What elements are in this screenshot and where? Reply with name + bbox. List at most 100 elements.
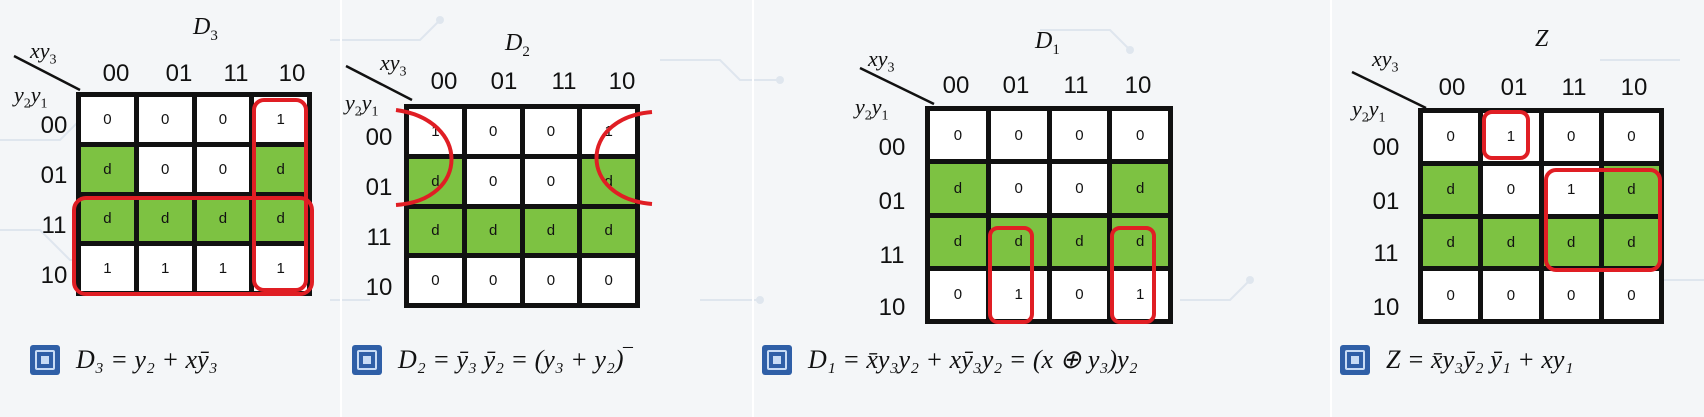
corner-label-bottom: y2y1	[14, 82, 48, 112]
col-header: 00	[102, 60, 130, 87]
corner-label-bottom: y2y1	[1352, 96, 1386, 126]
row-header: 10	[365, 274, 393, 301]
kmap-cell: 0	[1112, 111, 1168, 160]
row-header: 00	[878, 134, 906, 161]
col-header: 10	[608, 68, 636, 95]
kmap-cell: d	[466, 208, 520, 254]
kmap-cell: 0	[1603, 113, 1659, 161]
corner-label-top: xy3	[380, 50, 407, 80]
chip-icon	[762, 345, 792, 375]
row-header: 11	[41, 212, 67, 239]
kmap-cell: 0	[466, 109, 520, 154]
map-title: D2	[505, 30, 530, 60]
kmap-cell: 0	[196, 146, 250, 192]
row-header: 11	[879, 242, 905, 269]
kmap-cell: 0	[138, 97, 192, 142]
corner-label-top: xy3	[868, 46, 895, 76]
kmap-cell: 0	[524, 109, 578, 154]
col-header: 00	[942, 72, 970, 99]
corner-label-top: xy3	[1372, 46, 1399, 76]
kmap-cell: 0	[138, 146, 192, 192]
kmap-cell: 0	[1051, 270, 1108, 319]
kmap-cell: 0	[1483, 165, 1539, 214]
col-header: 01	[1002, 72, 1030, 99]
equation-text: Z = x̄y₃ȳ₂ ȳ₁ + xy₁	[1386, 345, 1574, 374]
row-header: 11	[1373, 240, 1399, 267]
panel-divider	[340, 0, 342, 417]
kmap-cell: d	[1483, 218, 1539, 267]
col-header: 10	[1124, 72, 1152, 99]
equation-row: D₃ = y₂ + xȳ₃	[30, 330, 218, 390]
kmap-cell: d	[1112, 164, 1168, 213]
col-header: 11	[551, 68, 577, 95]
kmap-cell: 0	[582, 258, 635, 303]
kmap-cell: 0	[1051, 111, 1108, 160]
col-header: 01	[1500, 74, 1528, 101]
col-header: 11	[1063, 72, 1089, 99]
row-header: 10	[1372, 294, 1400, 321]
equation-text: D₂ = ȳ₃ ȳ₂ = (y₃ + y₂)‾	[398, 345, 633, 374]
kmap-cell: 0	[930, 111, 986, 160]
kmap-cell: 0	[990, 164, 1047, 213]
row-header: 00	[40, 112, 68, 139]
kmap-cell: 0	[196, 97, 250, 142]
kmap-cell: d	[1603, 165, 1659, 214]
map-title: D1	[1035, 28, 1060, 58]
kmap-cell: d	[409, 208, 462, 254]
equation-text: D₁ = x̄y₃y₂ + xȳ₃y₂ = (x ⊕ y₃)y₂	[808, 345, 1138, 374]
row-header: 10	[40, 262, 68, 289]
chip-icon	[352, 345, 382, 375]
corner-label-bottom: y2y1	[345, 90, 379, 120]
row-header: 01	[878, 188, 906, 215]
kmap-cell: d	[1423, 165, 1479, 214]
kmap-cell: 0	[524, 158, 578, 204]
kmap-cell: 0	[1483, 271, 1539, 319]
kmap-cell: d	[1543, 218, 1599, 267]
kmap-cell: 0	[524, 258, 578, 303]
kmap-cell: d	[81, 146, 134, 192]
kmap-cell: 0	[1051, 164, 1108, 213]
map-title: D3	[193, 14, 218, 44]
row-header: 10	[878, 294, 906, 321]
col-header: 10	[1620, 74, 1648, 101]
kmap-cell: 1	[1483, 113, 1539, 161]
kmap-cell: d	[582, 208, 635, 254]
kmap-cell: 0	[466, 258, 520, 303]
col-header: 11	[223, 60, 249, 87]
panel-divider	[752, 0, 754, 417]
row-header: 01	[1372, 188, 1400, 215]
kmap-cell: 0	[409, 258, 462, 303]
kmap-cell: 0	[1603, 271, 1659, 319]
equation-row: Z = x̄y₃ȳ₂ ȳ₁ + xy₁	[1340, 330, 1573, 390]
row-header: 00	[1372, 134, 1400, 161]
col-header: 00	[430, 68, 458, 95]
panel-divider	[1330, 0, 1332, 417]
kmap-cell: d	[524, 208, 578, 254]
kmap-cell: 0	[466, 158, 520, 204]
kmap-cell: 0	[1543, 113, 1599, 161]
col-header: 00	[1438, 74, 1466, 101]
row-header: 00	[365, 124, 393, 151]
kmap-cell: 0	[990, 111, 1047, 160]
chip-icon	[30, 345, 60, 375]
kmap-cell: 0	[81, 97, 134, 142]
kmap-cell: 0	[930, 270, 986, 319]
chip-icon	[1340, 345, 1370, 375]
kmap-cell: 0	[1543, 271, 1599, 319]
kmap-cell: 0	[1423, 271, 1479, 319]
kmap-cell: d	[930, 217, 986, 266]
kmap-cell: d	[1423, 218, 1479, 267]
col-header: 01	[165, 60, 193, 87]
equation-row: D₂ = ȳ₃ ȳ₂ = (y₃ + y₂)‾	[352, 330, 632, 390]
corner-label-top: xy3	[30, 38, 57, 68]
col-header: 11	[1561, 74, 1587, 101]
kmap-cell: 1	[1543, 165, 1599, 214]
col-header: 10	[278, 60, 306, 87]
row-header: 01	[365, 174, 393, 201]
kmap-grid: 0 1 0 0 d 0 1 d d d d d 0 0 0 0	[1418, 108, 1664, 324]
row-header: 11	[366, 224, 392, 251]
